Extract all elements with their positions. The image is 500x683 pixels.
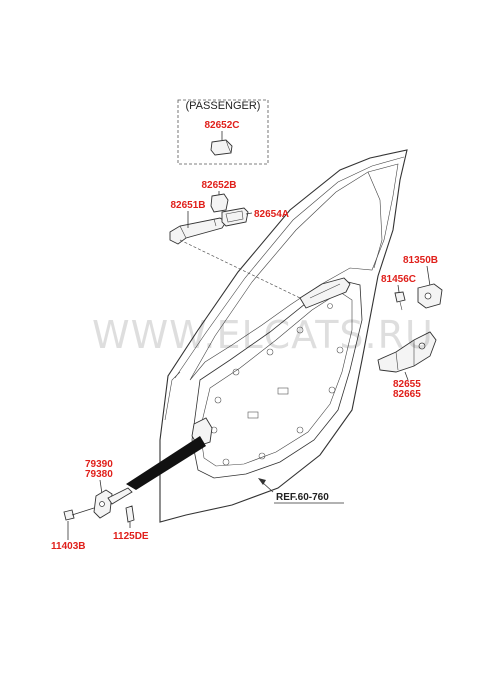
ref-label[interactable]: REF.60-760 [276, 492, 329, 503]
callout-82651B[interactable]: 82651B [170, 200, 205, 211]
callout-82652C[interactable]: 82652C [204, 120, 239, 131]
panel-holes [210, 303, 344, 466]
inner-handle [299, 277, 351, 309]
callout-81456C[interactable]: 81456C [381, 274, 416, 285]
handle-gasket-82654A [221, 207, 249, 227]
callout-79390[interactable]: 79390 [85, 459, 113, 470]
watermark: WWW.ELCATS.RU [92, 313, 434, 357]
callout-82654A[interactable]: 82654A [254, 209, 289, 220]
callout-11403B[interactable]: 11403B [51, 541, 85, 552]
checker-arm [107, 487, 133, 505]
bolt-11403B [63, 509, 75, 521]
door-outer-frame [159, 149, 408, 523]
callout-1125DE[interactable]: 1125DE [113, 531, 149, 542]
door-window-frame-inner [189, 163, 399, 381]
door-inner-panel [191, 279, 363, 479]
bolt-1125DE [125, 505, 135, 523]
bolt-81456C [394, 291, 406, 303]
callout-79380[interactable]: 79380 [85, 469, 113, 480]
passenger-box [177, 99, 269, 165]
handle-dashed-leader [179, 239, 301, 299]
callout-81350B[interactable]: 81350B [403, 255, 438, 266]
callout-82655[interactable]: 82655 [393, 379, 421, 390]
outside-handle-82651B [169, 217, 227, 245]
handle-cover-82652B [210, 193, 229, 213]
callout-82665[interactable]: 82665 [393, 389, 421, 400]
callout-82652B[interactable]: 82652B [201, 180, 236, 191]
door-latch-82655 [377, 331, 437, 373]
checker-link-band [126, 436, 206, 490]
passenger-label: (PASSENGER) [186, 100, 261, 112]
